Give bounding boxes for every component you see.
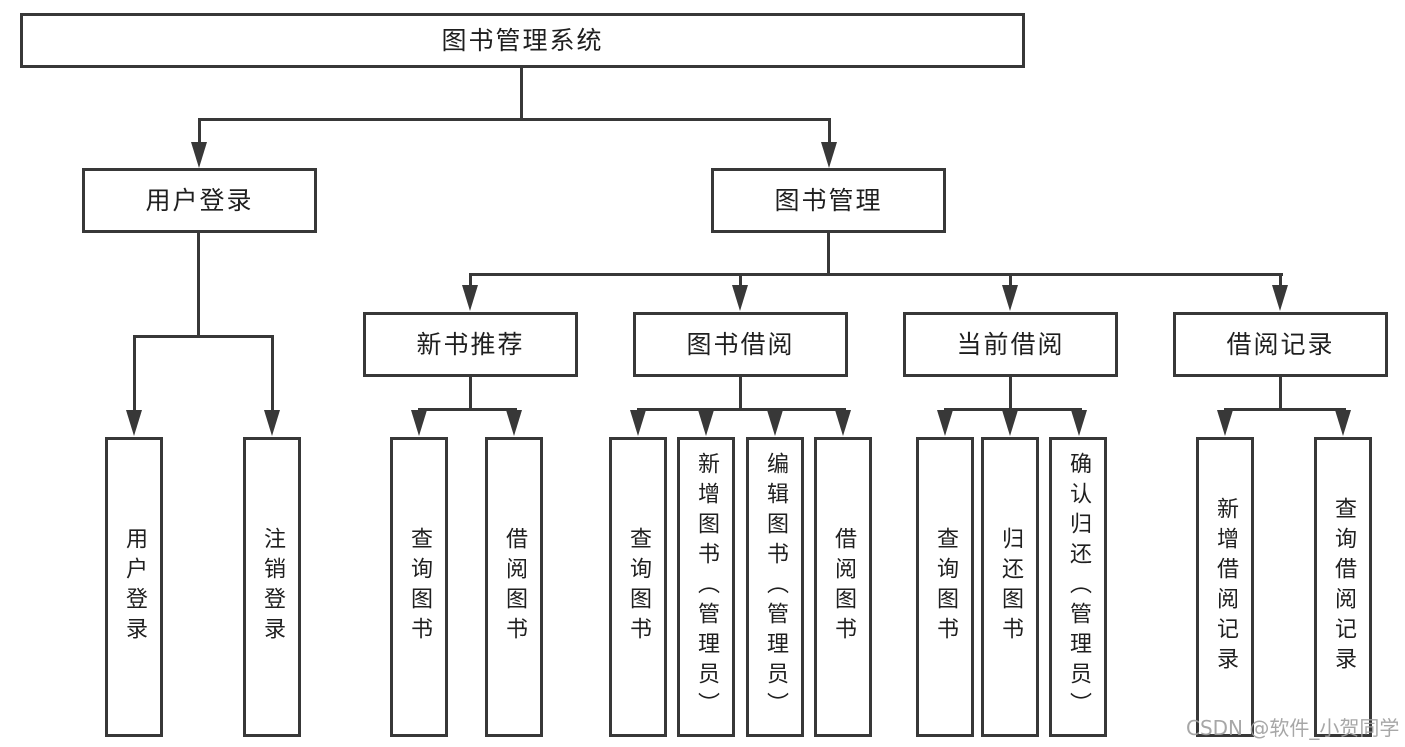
current-borrow-box-label: 当前借阅 xyxy=(956,330,1065,359)
book-borrow-box-label: 图书借阅 xyxy=(686,330,795,359)
leaf-confirm-return-admin-label: 确认归还（管理员） xyxy=(1066,452,1091,722)
connector-line xyxy=(828,118,831,146)
arrowhead-down-icon xyxy=(191,142,207,168)
connector-line xyxy=(198,118,201,146)
arrowhead-down-icon xyxy=(264,410,280,436)
book-management-module-box: 图书管理 xyxy=(711,168,946,233)
arrowhead-down-icon xyxy=(630,410,646,436)
borrow-record-box: 借阅记录 xyxy=(1173,312,1388,377)
connector-line xyxy=(520,68,523,118)
leaf-borrow-books-recommend-label: 借阅图书 xyxy=(502,527,527,647)
leaf-confirm-return-admin: 确认归还（管理员） xyxy=(1049,437,1107,737)
connector-line xyxy=(739,273,742,287)
connector-line xyxy=(1009,273,1012,287)
connector-line xyxy=(197,233,200,335)
leaf-query-books-current-label: 查询图书 xyxy=(933,527,958,647)
leaf-query-borrow-record-label: 查询借阅记录 xyxy=(1331,497,1356,677)
arrowhead-down-icon xyxy=(126,410,142,436)
arrowhead-down-icon xyxy=(698,410,714,436)
borrow-record-box-label: 借阅记录 xyxy=(1226,330,1335,359)
arrowhead-down-icon xyxy=(732,285,748,311)
leaf-logout: 注销登录 xyxy=(243,437,301,737)
arrowhead-down-icon xyxy=(821,142,837,168)
arrowhead-down-icon xyxy=(767,410,783,436)
arrowhead-down-icon xyxy=(1002,285,1018,311)
leaf-borrow-books: 借阅图书 xyxy=(814,437,872,737)
connector-line xyxy=(1279,273,1282,287)
user-login-module-box-label: 用户登录 xyxy=(145,186,254,215)
leaf-return-books: 归还图书 xyxy=(981,437,1039,737)
leaf-borrow-books-recommend: 借阅图书 xyxy=(485,437,543,737)
leaf-add-borrow-record: 新增借阅记录 xyxy=(1196,437,1254,737)
book-borrow-box: 图书借阅 xyxy=(633,312,848,377)
connector-line xyxy=(827,233,830,273)
arrowhead-down-icon xyxy=(937,410,953,436)
leaf-user-login-label: 用户登录 xyxy=(122,527,147,647)
connector-line xyxy=(944,408,1082,411)
leaf-query-borrow-record: 查询借阅记录 xyxy=(1314,437,1372,737)
connector-line xyxy=(271,335,274,411)
arrowhead-down-icon xyxy=(1335,410,1351,436)
connector-line xyxy=(1009,377,1012,409)
connector-line xyxy=(469,273,472,287)
leaf-query-books-borrow-label: 查询图书 xyxy=(626,527,651,647)
leaf-borrow-books-label: 借阅图书 xyxy=(831,527,856,647)
arrowhead-down-icon xyxy=(462,285,478,311)
arrowhead-down-icon xyxy=(1272,285,1288,311)
leaf-query-books-recommend: 查询图书 xyxy=(390,437,448,737)
connector-line xyxy=(637,408,846,411)
leaf-query-books-borrow: 查询图书 xyxy=(609,437,667,737)
leaf-add-book-admin: 新增图书（管理员） xyxy=(677,437,735,737)
csdn-watermark: CSDN @软件_小贺同学 xyxy=(1186,716,1400,740)
connector-line xyxy=(418,408,517,411)
system-root-box-label: 图书管理系统 xyxy=(441,26,604,55)
leaf-add-book-admin-label: 新增图书（管理员） xyxy=(694,452,719,722)
user-login-module-box: 用户登录 xyxy=(82,168,317,233)
connector-line xyxy=(1279,377,1282,409)
system-root-box: 图书管理系统 xyxy=(20,13,1025,68)
arrowhead-down-icon xyxy=(1071,410,1087,436)
connector-line xyxy=(133,335,136,411)
connector-line xyxy=(133,335,274,338)
connector-line xyxy=(739,377,742,409)
new-book-recommend-box-label: 新书推荐 xyxy=(416,330,525,359)
leaf-edit-book-admin: 编辑图书（管理员） xyxy=(746,437,804,737)
arrowhead-down-icon xyxy=(1002,410,1018,436)
arrowhead-down-icon xyxy=(835,410,851,436)
current-borrow-box: 当前借阅 xyxy=(903,312,1118,377)
connector-line xyxy=(469,273,1283,276)
leaf-query-books-current: 查询图书 xyxy=(916,437,974,737)
leaf-add-borrow-record-label: 新增借阅记录 xyxy=(1213,497,1238,677)
leaf-user-login: 用户登录 xyxy=(105,437,163,737)
new-book-recommend-box: 新书推荐 xyxy=(363,312,578,377)
leaf-edit-book-admin-label: 编辑图书（管理员） xyxy=(763,452,788,722)
arrowhead-down-icon xyxy=(411,410,427,436)
arrowhead-down-icon xyxy=(1217,410,1233,436)
book-management-module-box-label: 图书管理 xyxy=(774,186,883,215)
leaf-logout-label: 注销登录 xyxy=(260,527,285,647)
leaf-return-books-label: 归还图书 xyxy=(998,527,1023,647)
leaf-query-books-recommend-label: 查询图书 xyxy=(407,527,432,647)
connector-line xyxy=(1224,408,1346,411)
connector-line xyxy=(198,118,831,121)
connector-line xyxy=(469,377,472,409)
arrowhead-down-icon xyxy=(506,410,522,436)
